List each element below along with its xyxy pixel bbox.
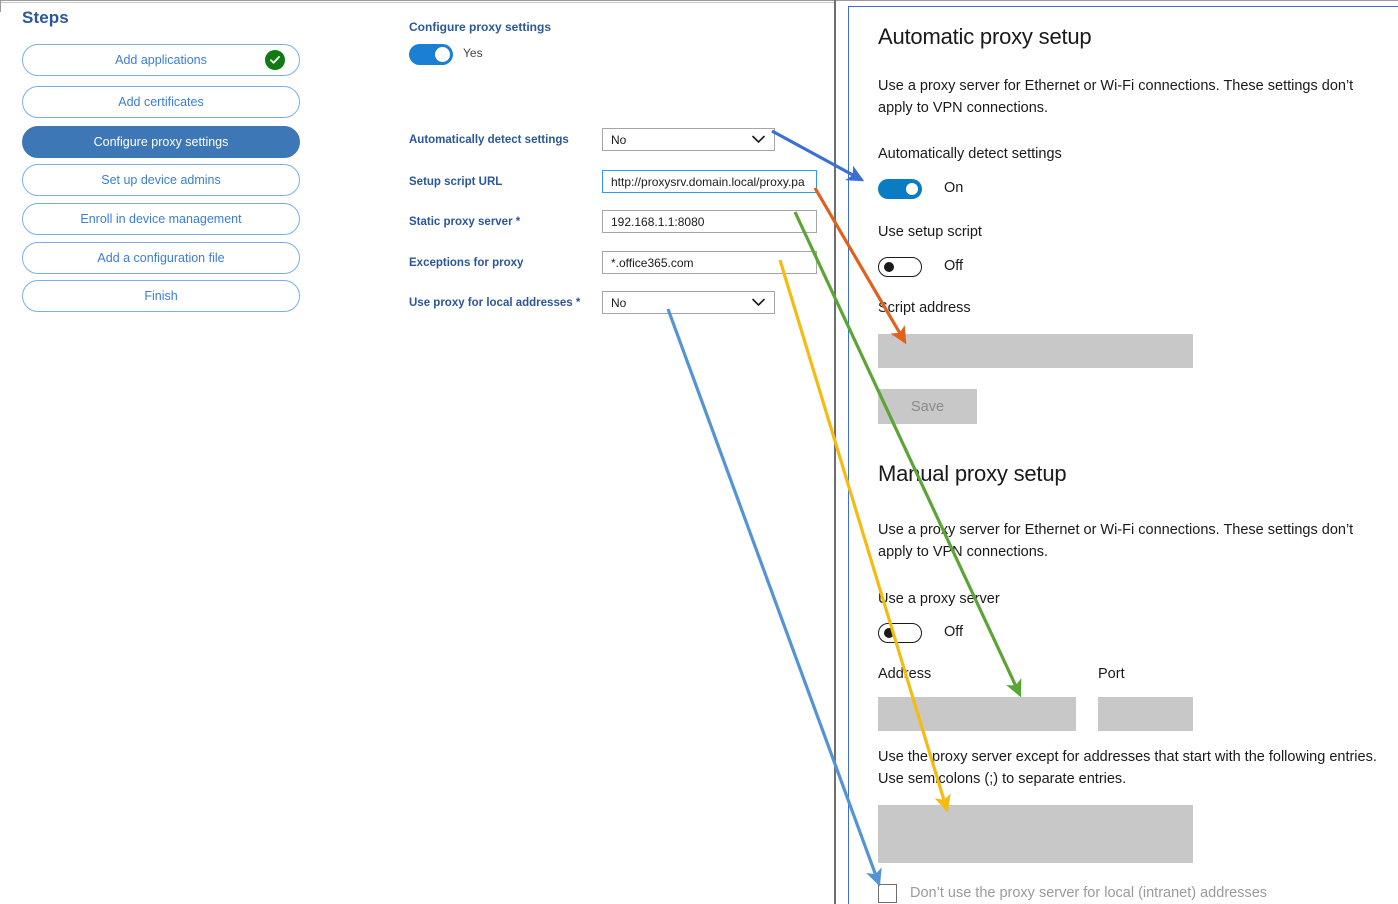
toggle-knob — [906, 183, 918, 195]
input-value: 192.168.1.1:8080 — [611, 214, 705, 229]
automatically-detect-settings-select[interactable]: No — [602, 128, 775, 151]
static-proxy-server-input[interactable]: 192.168.1.1:8080 — [602, 210, 817, 233]
address-input[interactable] — [878, 697, 1076, 731]
label-use-proxy-for-local-addresses: Use proxy for local addresses * — [409, 297, 581, 309]
automatically-detect-settings-label: Automatically detect settings — [878, 146, 1062, 162]
label-exceptions-for-proxy: Exceptions for proxy — [409, 257, 524, 269]
panel-divider — [834, 0, 836, 904]
bypass-local-addresses-label: Don’t use the proxy server for local (in… — [910, 885, 1268, 901]
toggle-knob — [884, 628, 894, 638]
step-label: Add a configuration file — [97, 251, 225, 265]
bypass-local-addresses-checkbox[interactable] — [878, 884, 897, 903]
toggle-knob — [884, 262, 894, 272]
input-value: *.office365.com — [611, 255, 694, 270]
window-top-border-inner — [0, 2, 834, 3]
chevron-down-icon — [752, 296, 765, 310]
exceptions-for-proxy-input[interactable]: *.office365.com — [602, 251, 817, 274]
select-value: No — [611, 295, 627, 310]
automatically-detect-settings-toggle[interactable] — [878, 179, 922, 199]
address-label: Address — [878, 666, 932, 682]
step-label: Add applications — [115, 53, 207, 67]
select-value: No — [611, 132, 627, 147]
exceptions-input[interactable] — [878, 805, 1193, 863]
required-marker: * — [572, 297, 581, 309]
sidebar-item-enroll-in-device-management[interactable]: Enroll in device management — [22, 203, 300, 235]
toggle-knob — [435, 47, 450, 62]
sidebar-item-add-certificates[interactable]: Add certificates — [22, 86, 300, 118]
use-a-proxy-server-toggle[interactable] — [878, 623, 922, 643]
use-a-proxy-server-state: Off — [944, 624, 964, 640]
use-setup-script-label: Use setup script — [878, 224, 982, 240]
configure-proxy-settings-toggle-value: Yes — [463, 46, 483, 60]
use-setup-script-state: Off — [944, 258, 964, 274]
step-label: Configure proxy settings — [93, 135, 229, 149]
sidebar-item-configure-proxy-settings[interactable]: Configure proxy settings — [22, 126, 300, 158]
configure-proxy-settings-toggle[interactable] — [409, 44, 453, 65]
port-input[interactable] — [1098, 697, 1193, 731]
automatically-detect-settings-state: On — [944, 180, 964, 196]
sidebar-item-set-up-device-admins[interactable]: Set up device admins — [22, 164, 300, 196]
step-label: Enroll in device management — [80, 212, 242, 226]
step-label: Add certificates — [118, 95, 204, 109]
form-section-title: Configure proxy settings — [409, 20, 552, 34]
script-address-label: Script address — [878, 300, 971, 316]
manual-proxy-description: Use a proxy server for Ethernet or Wi-Fi… — [878, 522, 1354, 560]
port-label: Port — [1098, 666, 1125, 682]
sidebar-item-finish[interactable]: Finish — [22, 280, 300, 312]
label-static-proxy-server: Static proxy server * — [409, 216, 521, 228]
label-automatically-detect-settings: Automatically detect settings — [409, 134, 569, 146]
use-proxy-for-local-addresses-select[interactable]: No — [602, 291, 775, 314]
manual-proxy-setup-heading: Manual proxy setup — [878, 461, 1067, 486]
window-left-border — [0, 0, 1, 12]
window-top-border — [0, 0, 1398, 1]
setup-script-url-input[interactable]: http://proxysrv.domain.local/proxy.pa — [602, 170, 817, 193]
sidebar-item-add-applications[interactable]: Add applications — [22, 44, 300, 76]
windows-proxy-settings-panel: Automatic proxy setup Use a proxy server… — [848, 6, 1398, 904]
input-value: http://proxysrv.domain.local/proxy.pa — [611, 174, 805, 189]
step-label: Finish — [144, 289, 178, 303]
script-address-input[interactable] — [878, 334, 1193, 368]
chevron-down-icon — [752, 133, 765, 147]
save-button[interactable]: Save — [878, 389, 977, 424]
check-circle-icon — [265, 50, 285, 70]
automatic-proxy-setup-heading: Automatic proxy setup — [878, 24, 1092, 49]
required-marker: * — [512, 216, 521, 228]
use-setup-script-toggle[interactable] — [878, 257, 922, 277]
sidebar-item-add-a-configuration-file[interactable]: Add a configuration file — [22, 242, 300, 274]
exceptions-description: Use the proxy server except for addresse… — [878, 749, 1377, 787]
page-title: Steps — [22, 8, 69, 27]
automatic-proxy-description: Use a proxy server for Ethernet or Wi-Fi… — [878, 78, 1354, 116]
label-setup-script-url: Setup script URL — [409, 176, 503, 188]
use-a-proxy-server-label: Use a proxy server — [878, 591, 1000, 607]
step-label: Set up device admins — [101, 173, 221, 187]
